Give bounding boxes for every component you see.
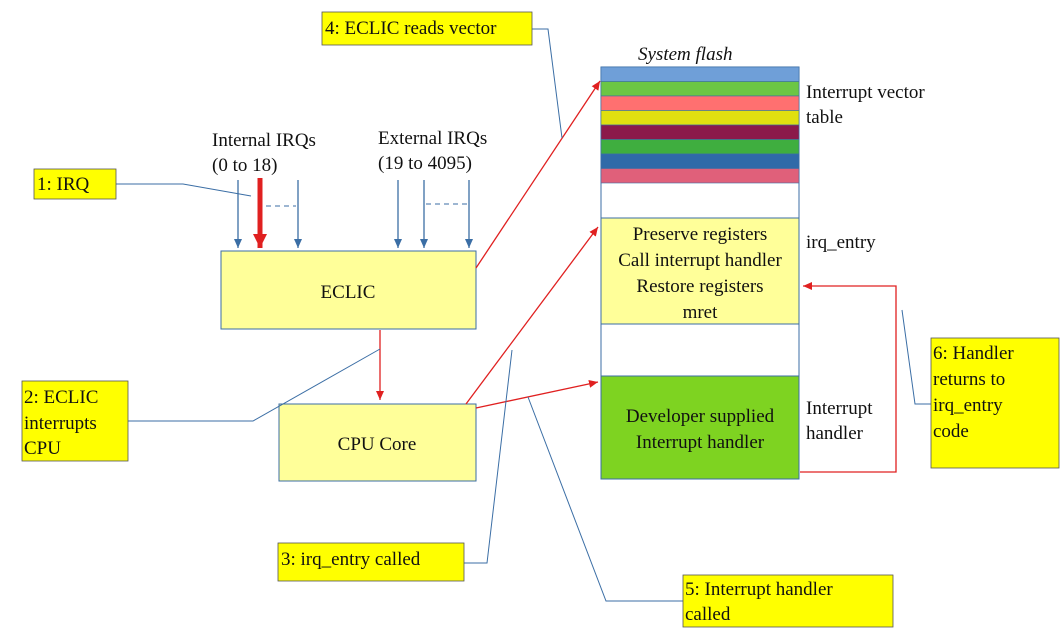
vector-table-entry xyxy=(600,153,800,169)
vector-read-arrow xyxy=(475,80,601,269)
callout-handler-called-line1: 5: Interrupt handler xyxy=(685,579,833,600)
system-flash-label: System flash xyxy=(638,44,732,65)
vector-table-label-line1: Interrupt vector xyxy=(806,82,925,103)
flow-arrows xyxy=(376,80,897,473)
leader-eclic-interrupts xyxy=(128,348,381,422)
internal-irqs-label: Internal IRQs xyxy=(212,130,316,151)
leader-irq xyxy=(116,183,252,197)
vector-table-label-line2: table xyxy=(806,107,843,128)
callout-eclic-interrupts: 2: ECLIC interrupts CPU xyxy=(21,380,129,462)
vector-table-entry xyxy=(600,95,800,111)
interrupt-vector-table xyxy=(600,66,800,184)
callout-eclic-interrupts-line2: interrupts xyxy=(24,413,97,434)
irq-entry-line-preserve: Preserve registers xyxy=(633,224,768,245)
vector-table-entry xyxy=(600,110,800,126)
callout-irq-entry-called-text: 3: irq_entry called xyxy=(281,549,421,570)
callout-eclic-interrupts-line3: CPU xyxy=(24,438,61,459)
callout-handler-returns-line2: returns to xyxy=(933,369,1005,390)
eclic-label: ECLIC xyxy=(321,282,376,303)
callout-handler-returns: 6: Handler returns to irq_entry code xyxy=(930,337,1060,469)
vector-table-entry xyxy=(600,66,800,82)
callout-handler-returns-box xyxy=(930,337,1060,469)
callout-eclic-interrupts-box xyxy=(21,380,129,462)
internal-irqs-range: (0 to 18) xyxy=(212,155,277,176)
callout-handler-called-box xyxy=(682,574,894,628)
callout-leaders xyxy=(116,28,931,602)
callout-eclic-reads-vector: 4: ECLIC reads vector xyxy=(321,11,533,46)
callout-irq: 1: IRQ xyxy=(33,168,117,200)
irq-entry-line-call: Call interrupt handler xyxy=(618,250,782,271)
irq-entry-line-restore: Restore registers xyxy=(636,276,763,297)
developer-handler-line1: Developer supplied xyxy=(626,406,775,427)
vector-table-entry xyxy=(600,139,800,155)
vector-table-entry xyxy=(600,124,800,140)
irq-entry-label: irq_entry xyxy=(806,232,876,253)
callout-handler-called-line2: called xyxy=(685,604,731,625)
interrupt-handler-label-line2: handler xyxy=(806,423,864,444)
handler-return-arrow xyxy=(800,282,897,473)
leader-handler-called xyxy=(527,396,683,602)
developer-handler-box xyxy=(600,375,800,480)
callout-eclic-reads-vector-text: 4: ECLIC reads vector xyxy=(325,18,497,39)
irq-entry-line-mret: mret xyxy=(683,302,719,323)
callout-irq-entry-called: 3: irq_entry called xyxy=(277,542,465,582)
vector-table-entry xyxy=(600,168,800,184)
external-irqs-range: (19 to 4095) xyxy=(378,153,472,174)
callout-irq-box xyxy=(33,168,117,200)
leader-irq-entry-called xyxy=(464,349,513,564)
callout-handler-returns-line1: 6: Handler xyxy=(933,343,1014,364)
callout-irq-text: 1: IRQ xyxy=(37,174,90,195)
callout-eclic-interrupts-line1: 2: ECLIC xyxy=(24,387,98,408)
callout-handler-returns-line3: irq_entry xyxy=(933,395,1003,416)
call-handler-arrow xyxy=(475,379,599,409)
callout-handler-called: 5: Interrupt handler called xyxy=(682,574,894,628)
developer-handler-line2: Interrupt handler xyxy=(636,432,765,453)
callout-irq-entry-called-box xyxy=(277,542,465,582)
irq-entry-box xyxy=(600,217,800,325)
cpu-to-irq-entry-arrow xyxy=(465,226,599,405)
callout-handler-returns-line4: code xyxy=(933,421,969,442)
eclic-box xyxy=(220,250,477,330)
vector-table-entry xyxy=(600,81,800,97)
leader-eclic-reads-vector xyxy=(532,28,563,139)
interrupt-handler-label-line1: Interrupt xyxy=(806,398,873,419)
cpu-core-label: CPU Core xyxy=(338,434,417,455)
irq-input-lines xyxy=(234,178,473,248)
cpu-core-box xyxy=(278,403,477,482)
callout-eclic-reads-vector-box xyxy=(321,11,533,46)
external-irqs-label: External IRQs xyxy=(378,128,487,149)
leader-handler-returns xyxy=(901,309,931,405)
